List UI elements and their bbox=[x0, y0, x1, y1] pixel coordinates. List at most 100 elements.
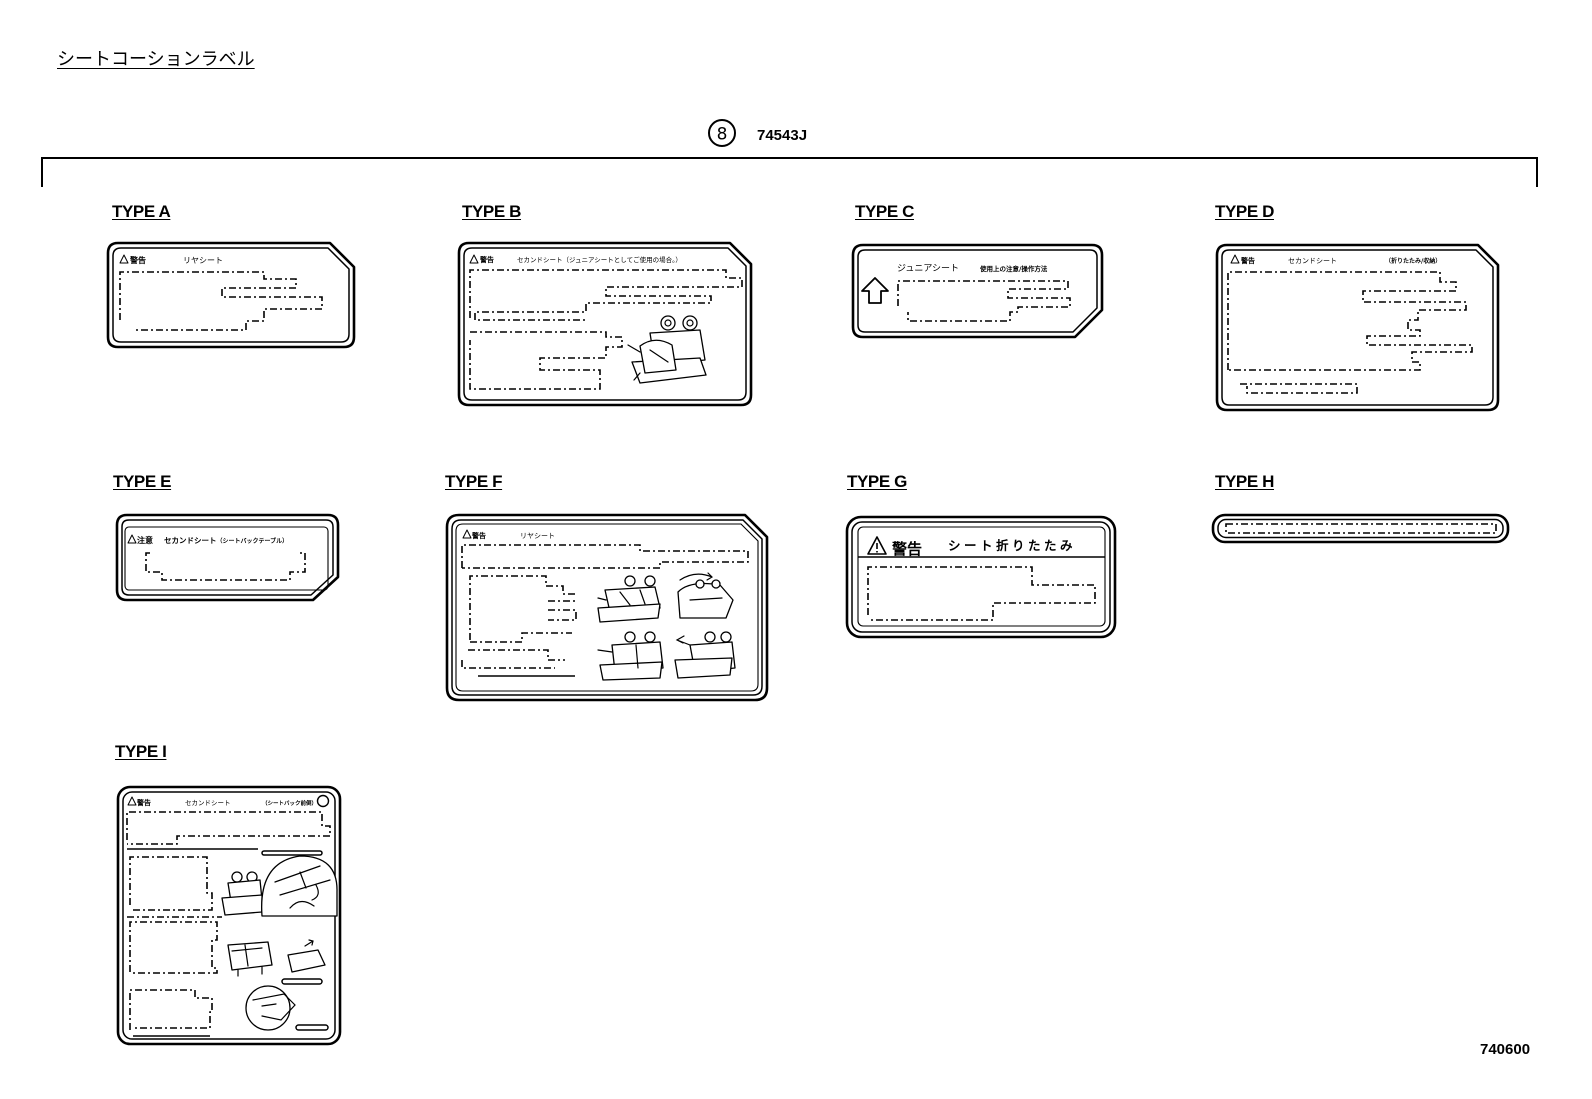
warning-triangle-icon bbox=[127, 796, 137, 806]
label-inner-outline bbox=[851, 521, 1111, 633]
warning-triangle-icon bbox=[469, 254, 479, 264]
label-title: ジュニアシート bbox=[897, 264, 959, 274]
label-outline bbox=[1215, 243, 1500, 412]
label-title-line: セカンドシート（シートバックテーブル） bbox=[164, 536, 288, 545]
seat-folded bbox=[227, 941, 273, 971]
type-c-heading: TYPE C bbox=[855, 202, 915, 221]
label-type-e: 注意 セカンドシート（シートバックテーブル） bbox=[115, 513, 340, 602]
label-inner-outline bbox=[463, 247, 747, 401]
label-title: セカンドシート bbox=[1288, 257, 1337, 265]
label-warning: 警告 bbox=[137, 798, 151, 807]
text-placeholder-lines bbox=[897, 280, 1071, 322]
text-placeholder-lines bbox=[119, 271, 323, 331]
text-placeholder-lines bbox=[548, 600, 577, 621]
label-warning: 警告 bbox=[480, 255, 494, 264]
text-placeholder-lines bbox=[126, 811, 331, 845]
seat-illustration bbox=[627, 315, 707, 384]
seat-illustration bbox=[674, 631, 736, 679]
text-placeholder-lines bbox=[469, 575, 576, 640]
text-placeholder-lines bbox=[1227, 271, 1473, 371]
label-content-frame bbox=[857, 526, 1106, 627]
label-type-c: ジュニアシート 使用上の注意/操作方法 bbox=[851, 243, 1104, 339]
headrest bbox=[682, 315, 698, 331]
label-subtitle: 使用上の注意/操作方法 bbox=[979, 264, 1048, 273]
text-placeholder-lines bbox=[469, 331, 623, 390]
group-bracket bbox=[41, 157, 1538, 187]
label-inner-outline bbox=[455, 523, 759, 692]
detail-circle bbox=[245, 985, 291, 1031]
label-outline bbox=[1211, 513, 1510, 544]
seat-illustration bbox=[597, 631, 664, 681]
label-title: リヤシート bbox=[183, 256, 223, 265]
seat-illustration bbox=[677, 572, 734, 619]
seat-cushion bbox=[674, 657, 733, 679]
label-inner-outline bbox=[451, 519, 763, 696]
seat-illustration bbox=[287, 939, 326, 973]
text-placeholder-lines bbox=[129, 921, 218, 974]
label-warning: 警告 bbox=[891, 540, 922, 558]
hand-lever bbox=[274, 865, 331, 909]
seat-detail bbox=[231, 944, 263, 977]
type-g-heading: TYPE G bbox=[847, 472, 907, 491]
text-placeholder-lines bbox=[867, 566, 1096, 621]
label-type-a: 警告 リヤシート bbox=[106, 241, 356, 349]
warning-triangle-icon bbox=[1230, 254, 1240, 264]
motion-arrow bbox=[679, 572, 723, 601]
circled-number-icon bbox=[708, 119, 736, 147]
label-outline bbox=[851, 243, 1104, 339]
label-type-g: 警告 シート折りたたみ bbox=[845, 515, 1117, 639]
warning-triangle-icon bbox=[867, 536, 887, 555]
headrest bbox=[644, 575, 656, 587]
label-inner-outline bbox=[121, 519, 334, 596]
seat-belt bbox=[627, 344, 669, 381]
label-type-h bbox=[1211, 513, 1510, 544]
label-title: シート折りたたみ bbox=[948, 538, 1076, 553]
seat-cushion bbox=[221, 894, 263, 916]
detail-bubble bbox=[261, 855, 338, 917]
type-a-heading: TYPE A bbox=[112, 202, 171, 221]
label-type-f: 警告 リヤシート bbox=[445, 513, 769, 702]
label-title: セカンドシート bbox=[185, 799, 231, 807]
label-title: リヤシート bbox=[520, 532, 555, 540]
label-outline bbox=[845, 515, 1117, 639]
junior-seat bbox=[639, 339, 677, 374]
label-content-frame bbox=[124, 526, 329, 591]
seat-belt bbox=[597, 589, 646, 606]
label-warning: 警告 bbox=[1241, 256, 1255, 265]
hand bbox=[252, 993, 296, 1021]
circle-mark-icon bbox=[316, 794, 330, 808]
seat-illustration bbox=[597, 575, 661, 623]
label-type-i: 警告 セカンドシート （シートバック前倒） bbox=[116, 785, 342, 1046]
type-d-heading: TYPE D bbox=[1215, 202, 1275, 221]
label-type-b: 警告 セカンドシート（ジュニアシートとしてご使用の場合。） bbox=[457, 241, 753, 407]
seat-illustration bbox=[227, 941, 273, 977]
text-placeholder-lines bbox=[145, 552, 306, 581]
headrest bbox=[231, 871, 243, 883]
seat-illustration bbox=[221, 871, 263, 916]
text-placeholder-lines bbox=[469, 269, 743, 321]
arrow-up-icon bbox=[861, 277, 889, 304]
label-subtitle: （ジュニアシートとしてご使用の場合。） bbox=[563, 255, 682, 264]
label-inner-outline bbox=[1217, 518, 1504, 539]
headrest bbox=[695, 579, 705, 589]
headrest-detail bbox=[686, 319, 694, 327]
seat-cushion bbox=[597, 603, 661, 623]
headrest bbox=[711, 579, 721, 589]
label-inner-outline bbox=[857, 249, 1098, 333]
headrest bbox=[644, 631, 656, 643]
warning-triangle-icon bbox=[127, 534, 137, 544]
label-title: セカンドシート bbox=[517, 256, 563, 264]
label-inner-outline bbox=[1221, 249, 1494, 406]
text-placeholder-lines bbox=[461, 649, 565, 669]
label-subtitle: （折りたたみ/収納） bbox=[1385, 257, 1441, 265]
callout-number: 8 bbox=[717, 125, 728, 145]
label-warning: 警告 bbox=[129, 255, 146, 265]
callout: 8 bbox=[708, 119, 736, 147]
text-bar bbox=[281, 978, 323, 985]
text-bar bbox=[261, 850, 323, 856]
headrest bbox=[624, 575, 636, 587]
label-subtitle: （シートバック前倒） bbox=[262, 799, 317, 807]
label-outline bbox=[116, 785, 342, 1046]
